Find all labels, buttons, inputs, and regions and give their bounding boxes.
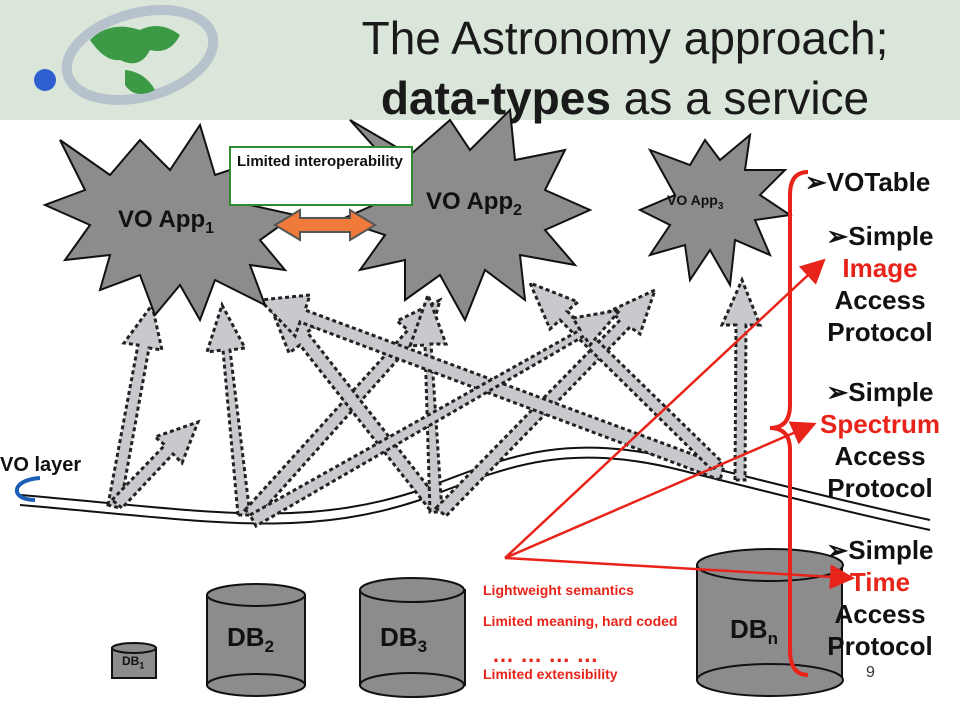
vo-layer-connector: [14, 476, 41, 502]
bullet-arrow-icon: ➢: [826, 535, 849, 565]
slide-title: The Astronomy approach; data-types as a …: [290, 8, 960, 128]
db-n-sub: n: [767, 629, 778, 649]
db-2-cylinder: [206, 583, 306, 697]
pointer-spectrum: [504, 421, 817, 560]
pointer-time: [504, 556, 855, 590]
arrow-db1-app1: [106, 301, 164, 510]
service-time-protocol: Protocol: [827, 631, 933, 661]
vo-app-3-sub: 3: [717, 200, 724, 212]
arrow-db2-app1: [204, 301, 252, 517]
service-brace: [769, 170, 809, 677]
vo-app-2-label: VO App2: [426, 188, 522, 220]
bullet-arrow-icon: ➢: [826, 221, 849, 251]
pointer-image: [504, 258, 826, 559]
db-1-name: DB: [122, 654, 140, 668]
db-1-cylinder: [111, 642, 157, 679]
title-line-1: The Astronomy approach;: [361, 12, 889, 64]
interop-label: Limited interoperability: [237, 153, 403, 170]
service-spectrum-keyword: Spectrum: [820, 409, 940, 439]
service-image: ➢Simple Image Access Protocol: [800, 220, 960, 348]
vo-app-1-name: VO App: [118, 206, 206, 233]
db-2-name: DB: [227, 622, 265, 652]
bullet-arrow-icon: ➢: [805, 167, 827, 197]
vo-app-1-label: VO App1: [118, 206, 214, 238]
db-3-label: DB3: [380, 622, 427, 657]
vo-layer-curve-2: [19, 446, 931, 521]
service-pointers: [504, 258, 855, 590]
service-spectrum: ➢Simple Spectrum Access Protocol: [800, 376, 960, 504]
db-3-cylinder: [359, 577, 466, 698]
db-n-label: DBn: [730, 614, 778, 649]
db-n-cylinder: [696, 548, 844, 697]
interop-double-arrow: [273, 208, 377, 242]
db-3-sub: 3: [417, 637, 428, 657]
note-semantics: Lightweight semantics: [483, 582, 634, 598]
service-image-access: Access: [834, 285, 926, 315]
note-meaning: Limited meaning, hard coded: [483, 613, 678, 629]
interop-box: [229, 146, 413, 206]
service-time-keyword: Time: [849, 567, 911, 597]
service-time-bullet-line: ➢Simple: [800, 534, 960, 566]
service-image-simple: Simple: [848, 221, 934, 251]
title-rest-part: as a service: [610, 72, 870, 124]
title-line-2: data-types as a service: [290, 68, 960, 128]
arrow-db3-app2: [407, 290, 449, 514]
arrow-cross-1: [247, 307, 624, 529]
service-votable-label: VOTable: [826, 167, 931, 197]
service-image-bullet-line: ➢Simple: [800, 220, 960, 252]
note-dots: … … … …: [492, 642, 599, 667]
vo-app-3-label: VO App3: [667, 192, 723, 212]
db-2-sub: 2: [264, 637, 275, 657]
db-n-name: DB: [730, 614, 768, 644]
service-image-keyword: Image: [842, 253, 918, 283]
bullet-arrow-icon: ➢: [826, 377, 849, 407]
service-votable: ➢VOTable: [805, 167, 955, 198]
db-1-sub: 1: [139, 660, 145, 671]
vo-app-3-burst: [637, 132, 793, 289]
page-number: 9: [866, 664, 875, 681]
connection-arrows: [106, 276, 763, 529]
db-1-label: DB1: [122, 654, 144, 670]
vo-app-2-name: VO App: [426, 188, 514, 215]
vo-app-2-sub: 2: [513, 201, 523, 219]
vo-app-3-name: VO App: [667, 192, 718, 208]
note-extensibility: Limited extensibility: [483, 666, 618, 682]
globe-logo: [34, 5, 219, 105]
vo-app-1-sub: 1: [205, 219, 215, 237]
service-spectrum-simple: Simple: [848, 377, 934, 407]
vo-layer-curve-1: [19, 456, 931, 531]
title-bold-part: data-types: [380, 72, 611, 124]
service-time: ➢Simple Time Access Protocol: [800, 534, 960, 662]
service-spectrum-bullet-line: ➢Simple: [800, 376, 960, 408]
service-time-access: Access: [834, 599, 926, 629]
service-time-simple: Simple: [848, 535, 934, 565]
arrow-dbn-app2: [527, 280, 725, 473]
service-spectrum-access: Access: [834, 441, 926, 471]
arrow-db1-side: [109, 419, 201, 511]
title-band: [0, 0, 960, 120]
db-2-label: DB2: [227, 622, 274, 657]
vo-layer-label: VO layer: [0, 454, 82, 476]
service-image-protocol: Protocol: [827, 317, 933, 347]
db-3-name: DB: [380, 622, 418, 652]
service-spectrum-protocol: Protocol: [827, 473, 933, 503]
